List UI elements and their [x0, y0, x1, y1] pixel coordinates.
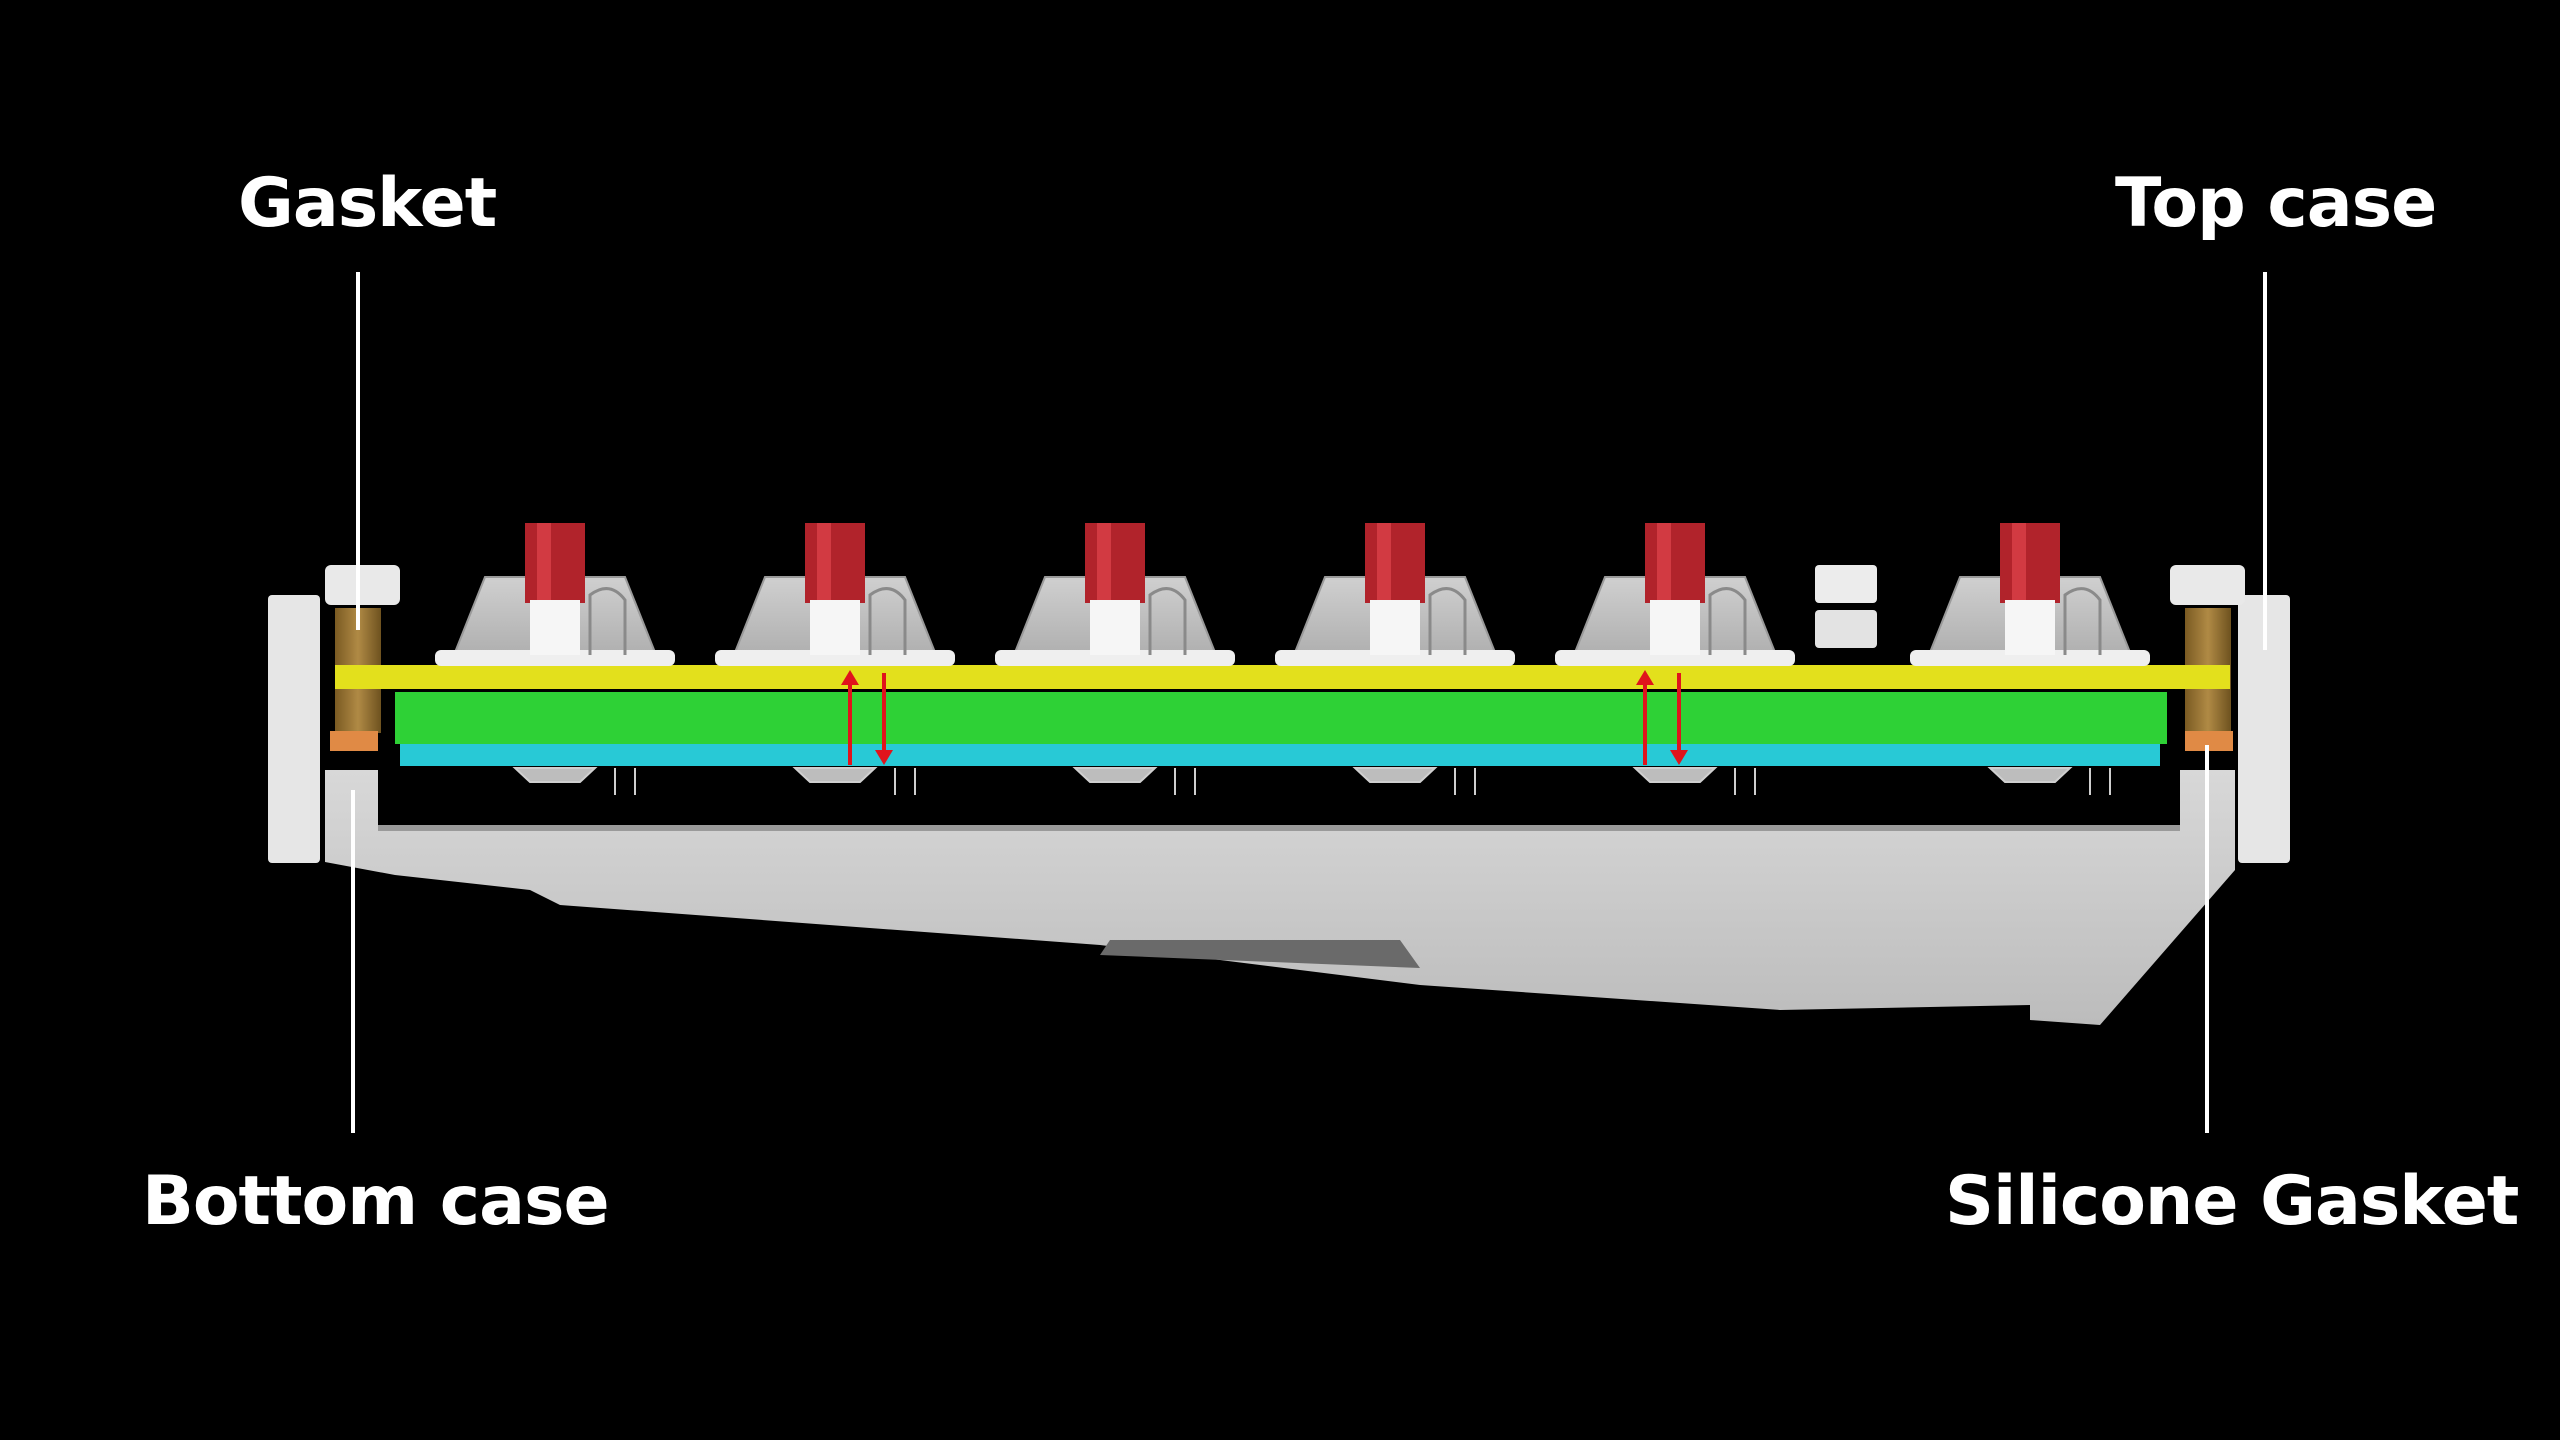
switch-stem-highlight [1377, 523, 1391, 603]
plate-layer [335, 665, 2230, 689]
gasket-label: Gasket [238, 170, 496, 238]
switch-pins [515, 768, 635, 795]
silicone-gasket-label: Silicone Gasket [1945, 1168, 2518, 1236]
bottom-case [325, 770, 2235, 1025]
switch-stem-highlight [1657, 523, 1671, 603]
standalone-cap [1815, 565, 1877, 603]
switch-slider [2005, 600, 2055, 655]
switch-pins [1990, 768, 2110, 795]
foam-layer [400, 744, 2160, 766]
switch-stem [525, 523, 585, 603]
switch-stem-highlight [1097, 523, 1111, 603]
switch-stem-highlight [537, 523, 551, 603]
switch-slider [1090, 600, 1140, 655]
bottom-case-inner-edge [378, 825, 2180, 831]
switch-slider [1370, 600, 1420, 655]
top-case-label: Top case [2115, 170, 2436, 238]
switch-pins [1355, 768, 1475, 795]
top-case-left-lip [325, 565, 400, 605]
switch-stem [2000, 523, 2060, 603]
switch-slider [1650, 600, 1700, 655]
standalone-cap-lower [1815, 610, 1877, 648]
switch-slider [530, 600, 580, 655]
switch-stem [1365, 523, 1425, 603]
switch-stem [805, 523, 865, 603]
switch-stem [1085, 523, 1145, 603]
switch-pins [1075, 768, 1195, 795]
top-case-right-lip [2170, 565, 2245, 605]
bottom-case-label: Bottom case [142, 1168, 609, 1236]
pcb-layer [395, 692, 2167, 744]
switch-pins [795, 768, 915, 795]
switch-stem-highlight [2012, 523, 2026, 603]
switch-stem [1645, 523, 1705, 603]
switch-pins [1635, 768, 1755, 795]
switch-slider [810, 600, 860, 655]
switch-stem-highlight [817, 523, 831, 603]
silicone-gasket-left [330, 731, 378, 751]
top-case-left-wall [268, 595, 320, 863]
